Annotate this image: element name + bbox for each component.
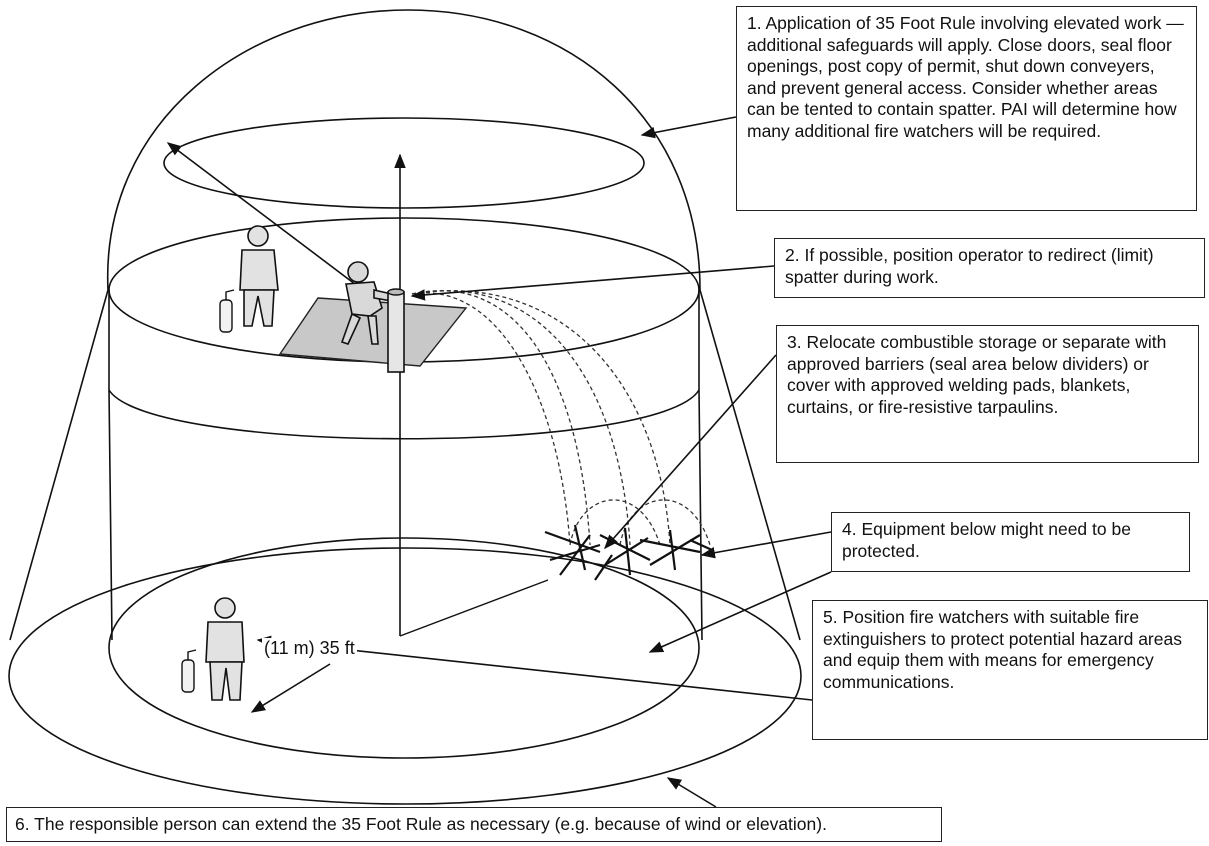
upper-fire-watcher bbox=[239, 225, 279, 327]
radius-dimension-label: (11 m) 35 ft bbox=[262, 638, 357, 659]
leader-2 bbox=[410, 265, 775, 301]
spatter-bursts bbox=[544, 524, 713, 581]
callout-extend-rule: 6. The responsible person can extend the… bbox=[6, 807, 942, 842]
lower-fire-watcher bbox=[205, 597, 245, 701]
dome-top-ring bbox=[163, 117, 645, 209]
dimension-arrow bbox=[250, 663, 331, 713]
leader-3 bbox=[604, 354, 777, 550]
lower-extinguisher bbox=[181, 649, 197, 693]
callout-position-operator: 2. If possible, position operator to red… bbox=[774, 238, 1205, 298]
platform-bottom-edge bbox=[108, 389, 700, 440]
callout-fire-watchers: 5. Position fire watchers with suitable … bbox=[812, 600, 1208, 740]
leader-5a bbox=[648, 571, 832, 653]
spatter-arcs bbox=[411, 290, 711, 546]
upper-extinguisher bbox=[219, 289, 235, 333]
floor-inner-ring bbox=[108, 537, 700, 759]
floor-radius-line bbox=[399, 579, 549, 637]
leader-4 bbox=[700, 531, 832, 559]
callout-elevated-work: 1. Application of 35 Foot Rule involving… bbox=[736, 6, 1197, 211]
leader-6 bbox=[666, 777, 717, 808]
callout-relocate-combustibles: 3. Relocate combustible storage or separ… bbox=[776, 325, 1199, 463]
floor-outer-ring bbox=[8, 547, 802, 805]
pipe-column bbox=[387, 291, 405, 373]
callout-protect-equipment: 4. Equipment below might need to be prot… bbox=[831, 512, 1190, 572]
dome-outline bbox=[107, 9, 701, 291]
leader-1 bbox=[640, 116, 737, 139]
